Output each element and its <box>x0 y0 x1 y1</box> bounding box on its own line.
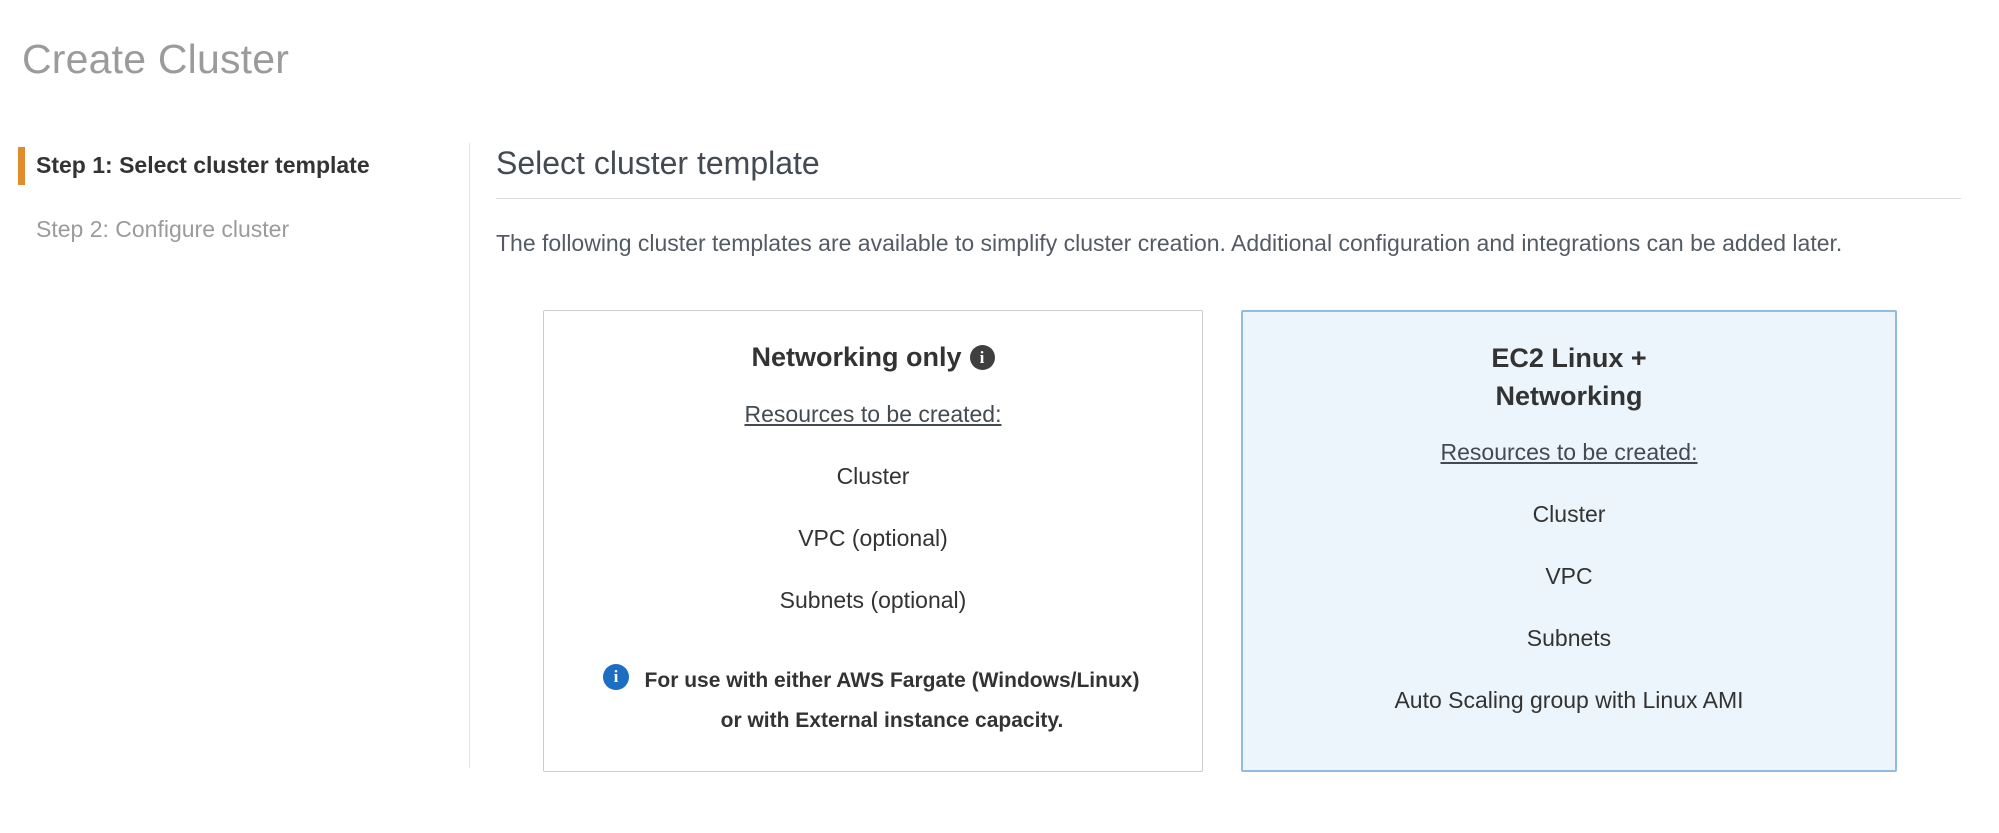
card-note: i For use with either AWS Fargate (Windo… <box>603 661 1143 741</box>
template-card-ec2-linux-networking[interactable]: EC2 Linux + Networking Resources to be c… <box>1241 309 1897 772</box>
resource-item: Auto Scaling group with Linux AMI <box>1394 687 1744 714</box>
sidebar-step-2-label: Step 2: Configure cluster <box>36 215 290 242</box>
sidebar-step-2[interactable]: Step 2: Configure cluster <box>18 211 469 249</box>
resource-list: Cluster VPC Subnets Auto Scaling group w… <box>1394 466 1743 714</box>
section-heading: Select cluster template <box>496 145 820 181</box>
info-icon: i <box>603 664 629 691</box>
resource-item: VPC <box>1545 563 1593 590</box>
resource-item: Cluster <box>1532 501 1606 528</box>
resource-item: Subnets <box>1526 625 1612 652</box>
card-title-text: EC2 Linux + Networking <box>1491 342 1647 411</box>
resource-item: Subnets (optional) <box>779 586 967 613</box>
info-icon[interactable]: i <box>969 345 995 371</box>
page-title: Create Cluster <box>22 36 290 82</box>
sidebar-step-1[interactable]: Step 1: Select cluster template <box>18 147 469 185</box>
section-description: The following cluster templates are avai… <box>496 230 1843 256</box>
resource-item: Cluster <box>836 462 910 489</box>
cluster-template-cards: Networking only i Resources to be created… <box>543 309 1961 772</box>
resource-item: VPC (optional) <box>798 524 948 551</box>
card-title: Networking only i <box>751 339 995 377</box>
wizard-steps-sidebar: Step 1: Select cluster template Step 2: … <box>0 143 469 768</box>
resources-label: Resources to be created: <box>744 400 1002 427</box>
card-title: EC2 Linux + Networking <box>1444 340 1694 416</box>
section-divider <box>496 198 1961 199</box>
sidebar-step-1-label: Step 1: Select cluster template <box>36 152 370 178</box>
content-row: Step 1: Select cluster template Step 2: … <box>0 143 1999 772</box>
main-panel: Select cluster template The following cl… <box>469 143 1999 772</box>
resources-label: Resources to be created: <box>1440 439 1698 466</box>
card-note-text: For use with either AWS Fargate (Windows… <box>644 669 1140 732</box>
resource-list: Cluster VPC (optional) Subnets (optional… <box>780 428 967 614</box>
template-card-networking-only[interactable]: Networking only i Resources to be created… <box>543 309 1203 772</box>
card-title-text: Networking only <box>751 341 962 372</box>
